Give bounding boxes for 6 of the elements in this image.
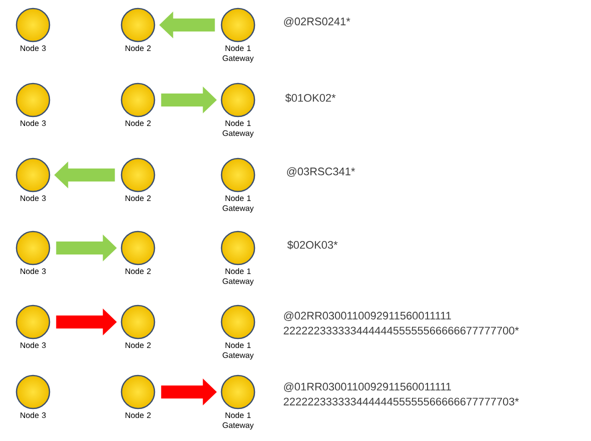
message-text: $02OK03* xyxy=(287,240,338,250)
message-text: @02RS0241* xyxy=(284,17,350,27)
message-text: @03RSC341* xyxy=(287,167,356,177)
message-text: @02RR0300110092911560011111 22222233333344444455555566666677777700* xyxy=(284,312,519,334)
message-text: $01OK02* xyxy=(285,94,336,102)
message-text: @01RR0300110092911560011111 22222233333344444455555566666677777703* xyxy=(284,382,519,406)
